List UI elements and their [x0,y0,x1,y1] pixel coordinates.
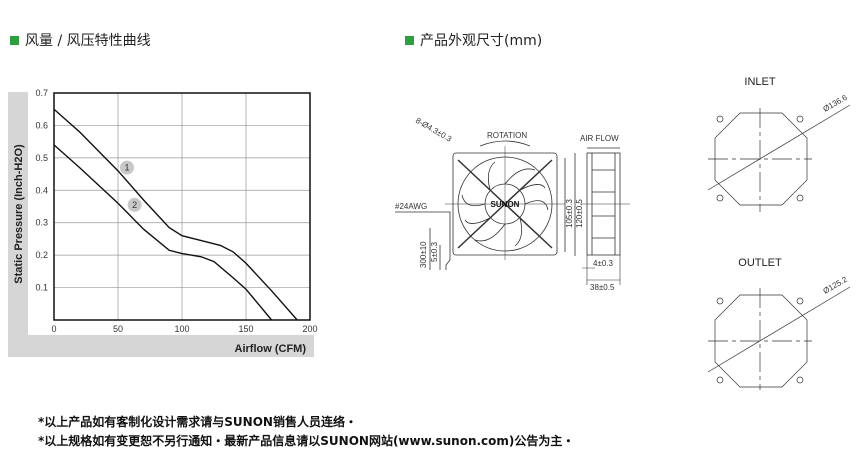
outlet-label: OUTLET [738,257,782,269]
series-line-1 [53,108,298,321]
inlet-outlet-drawing: INLET Ø136.6 OUTLET Ø125.2 [707,76,851,390]
flange-dim: 4±0.3 [593,259,614,268]
outlet-dia-dim: Ø125.2 [822,275,850,296]
ylabel-panel [8,92,28,357]
note-customization: *以上产品如有客制化设计需求请与SUNON销售人员连络・ [38,415,357,429]
rotation-label: ROTATION [487,131,527,140]
curve-title: 风量 / 风压特性曲线 [25,33,151,49]
wire-label: #24AWG [395,202,427,211]
brand-label: SUNON [491,200,520,209]
x-tick-label: 100 [174,324,189,334]
y-tick-label: 0.2 [35,250,48,260]
x-tick-label: 200 [302,324,317,334]
green-square-icon [405,35,414,45]
height-dim-lines [564,153,576,256]
y-tick-label: 0.1 [35,283,48,293]
green-square-icon [10,35,19,45]
curve-section-heading: 风量 / 风压特性曲线 [10,30,151,50]
x-tick-label: 150 [238,324,253,334]
x-tick-label: 50 [113,324,123,334]
x-axis-label: Airflow (CFM) [235,343,307,355]
depth-dim-lines [580,203,630,285]
depth-dim: 38±0.5 [590,283,615,292]
rotation-arrow-icon [479,140,531,147]
series-label-1: 1 [124,163,129,173]
dims-title: 产品外观尺寸(mm) [420,33,543,49]
y-tick-label: 0.6 [35,120,48,130]
wire-leader [395,211,451,270]
y-axis-label: Static Pressure (Inch-H2O) [13,144,25,284]
note-spec-change: *以上规格如有变更恕不另行通知・最新产品信息请以SUNON网站(www.suno… [38,434,575,448]
xlabel-panel [8,335,314,357]
pq-chart: 0 50 100 150 200 0.1 0.2 0.3 0.4 0.5 0.6 0.7 1 2 Air… [8,88,318,357]
outlet-outline [707,286,851,390]
strip-length-dim: 5±0.3 [430,241,439,262]
y-tick-label: 0.3 [35,218,48,228]
series-label-2: 2 [132,200,137,210]
dims-section-heading: 产品外观尺寸(mm) [405,30,542,50]
series-line-2 [53,144,273,321]
airflow-label: AIR FLOW [580,134,619,143]
fan-blades [461,161,549,247]
series-marker-1 [119,160,134,175]
series-marker-2 [127,197,142,212]
lead-length-dim: 300±10 [419,241,428,268]
y-tick-label: 0.4 [35,185,48,195]
hole-dim: 8-Ø4.3±0.3 [414,116,454,144]
size-dim: 120±0.5 [575,199,584,228]
inlet-outline [707,104,851,212]
inlet-dia-dim: Ø136.6 [822,93,850,114]
y-tick-label: 0.5 [35,153,48,163]
x-tick-label: 0 [51,324,56,334]
inlet-label: INLET [744,76,775,88]
pitch-dim: 105±0.3 [565,199,574,228]
fan-dimension-drawing: 8-Ø4.3±0.3 ROTATION AIR FLOW SUNON #24AW… [395,116,630,292]
wire-dim-lines [429,228,441,270]
plot-frame [53,92,311,321]
centerlines [445,146,565,260]
y-tick-label: 0.7 [35,88,48,98]
